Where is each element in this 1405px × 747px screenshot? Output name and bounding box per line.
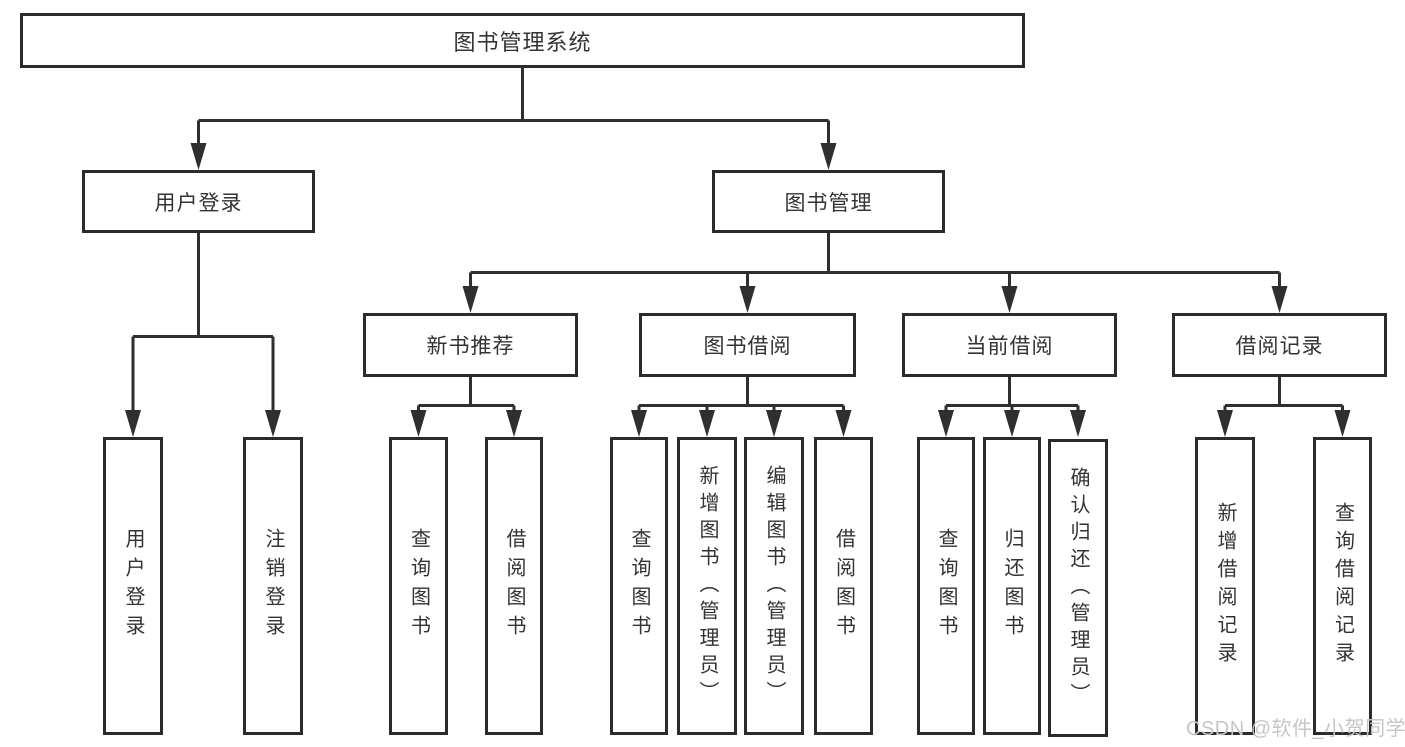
connector-currentborrow-to-leaves: [944, 377, 1080, 414]
leaf-label: 借阅图书: [832, 528, 855, 644]
leaf-label: 查询图书: [628, 528, 650, 644]
connector-newbook-to-leaves: [417, 377, 516, 414]
leaf-label: 借阅图书: [503, 528, 525, 644]
leaf-query-borrow-record: 查询借阅记录: [1313, 437, 1372, 735]
leaf-label: 查询图书: [935, 528, 957, 644]
leaf-label: 新增借阅记录: [1214, 502, 1236, 670]
node-current-borrowing: 当前借阅: [902, 313, 1117, 377]
leaf-label: 确认归还（管理员）: [1067, 466, 1089, 710]
leaf-user-login: 用户登录: [103, 437, 163, 735]
leaf-label: 查询图书: [407, 528, 430, 644]
node-borrowing-records: 借阅记录: [1172, 313, 1387, 377]
leaf-edit-books-admin: 编辑图书（管理员）: [744, 437, 804, 735]
connector-borrowrecord-to-leaves: [1223, 377, 1344, 414]
leaf-query-books-current: 查询图书: [917, 437, 975, 735]
leaf-query-books-newbook: 查询图书: [389, 437, 448, 735]
connector-root-to-level2: [197, 68, 830, 148]
connector-userlogin-to-leaves: [131, 233, 275, 414]
leaf-logout-login: 注销登录: [243, 437, 303, 735]
leaf-borrow-books-newbook: 借阅图书: [485, 437, 543, 735]
connector-bookmgmt-to-level3: [469, 233, 1281, 290]
connector-bookborrow-to-leaves: [637, 377, 845, 414]
leaf-label: 注销登录: [262, 528, 284, 644]
leaf-label: 用户登录: [122, 528, 144, 644]
node-user-login: 用户登录: [82, 170, 315, 233]
arrowhead-icons: [125, 143, 1351, 437]
leaf-return-books: 归还图书: [983, 437, 1041, 735]
leaf-add-books-admin: 新增图书（管理员）: [677, 437, 737, 735]
leaf-label: 查询借阅记录: [1331, 502, 1354, 670]
node-book-borrowing: 图书借阅: [639, 313, 856, 377]
node-library-system: 图书管理系统: [20, 13, 1025, 68]
leaf-confirm-return-admin: 确认归还（管理员）: [1048, 439, 1108, 737]
leaf-label: 归还图书: [1001, 528, 1023, 644]
leaf-borrow-books-borrow: 借阅图书: [814, 437, 873, 735]
node-new-book-recommendation: 新书推荐: [363, 313, 578, 377]
leaf-query-books-borrow: 查询图书: [610, 437, 668, 735]
leaf-label: 新增图书（管理员）: [696, 464, 718, 708]
node-book-management: 图书管理: [712, 170, 945, 233]
watermark: CSDN @软件_小贺同学: [1186, 718, 1405, 740]
leaf-add-borrow-record: 新增借阅记录: [1195, 437, 1255, 735]
leaf-label: 编辑图书（管理员）: [763, 464, 785, 708]
